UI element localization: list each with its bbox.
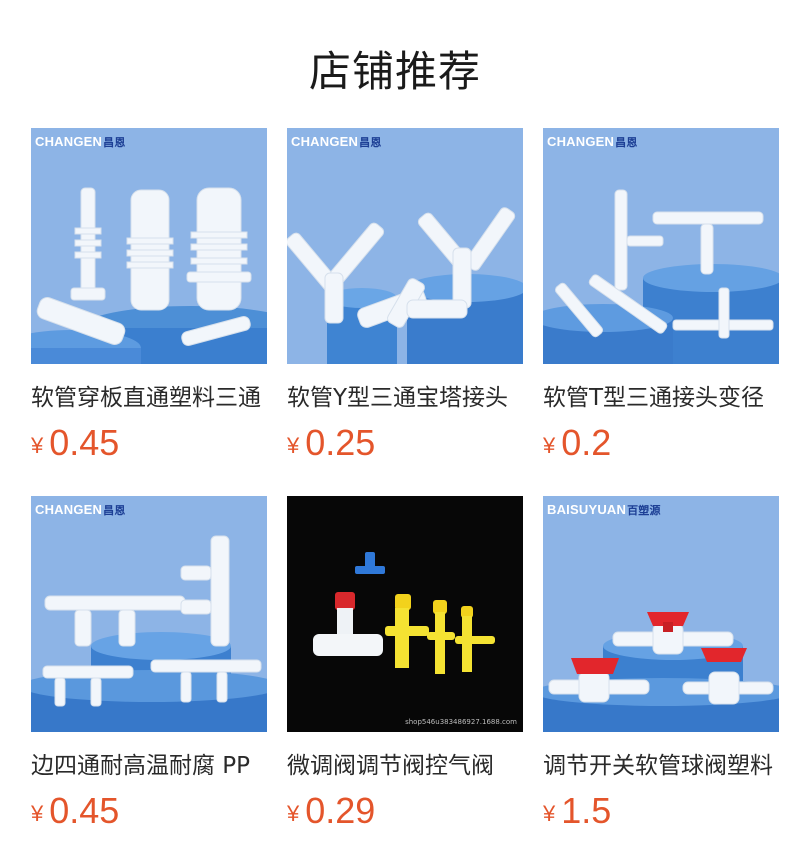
currency-symbol: ¥	[31, 801, 44, 826]
y-connectors-illustration	[287, 128, 523, 364]
product-price: ¥0.29	[287, 790, 523, 832]
product-price: ¥0.45	[31, 422, 267, 464]
price-value: 0.25	[305, 422, 376, 463]
brand-logo: CHANGEN昌恩	[35, 134, 126, 149]
product-image[interactable]: CHANGEN昌恩	[31, 128, 267, 364]
price-value: 0.29	[305, 790, 376, 831]
brand-logo: CHANGEN昌恩	[547, 134, 638, 149]
product-name[interactable]: 软管穿板直通塑料三通	[31, 385, 261, 411]
brand-logo: CHANGEN昌恩	[35, 502, 126, 517]
price-value: 1.5	[561, 790, 612, 831]
product-price: ¥0.2	[543, 422, 779, 464]
currency-symbol: ¥	[31, 433, 44, 458]
product-name[interactable]: 微调阀调节阀控气阀	[287, 753, 494, 779]
brand-logo: CHANGEN昌恩	[291, 134, 382, 149]
price-value: 0.2	[561, 422, 612, 463]
product-name[interactable]: 调节开关软管球阀塑料	[543, 753, 773, 779]
product-image[interactable]: CHANGEN昌恩	[287, 128, 523, 364]
straight-connectors-illustration	[31, 128, 267, 364]
product-card[interactable]: shop546u383486927.1688.com 微调阀调节阀控气阀 ¥0.…	[287, 496, 523, 832]
product-card[interactable]: CHANGEN昌恩 软管T型三通接头变径 ¥0.2	[543, 128, 779, 464]
product-image[interactable]: BAISUYUAN百塑源	[543, 496, 779, 732]
product-card[interactable]: CHANGEN昌恩 边四通耐高温耐腐 PP ¥0.45	[31, 496, 267, 832]
product-price: ¥0.45	[31, 790, 267, 832]
product-name[interactable]: 软管Y型三通宝塔接头	[287, 385, 509, 411]
product-image[interactable]: shop546u383486927.1688.com	[287, 496, 523, 732]
product-card[interactable]: CHANGEN昌恩 软管穿板直通塑料三通 ¥0.45	[31, 128, 267, 464]
currency-symbol: ¥	[287, 801, 300, 826]
product-price: ¥0.25	[287, 422, 523, 464]
product-price: ¥1.5	[543, 790, 779, 832]
product-name[interactable]: 软管T型三通接头变径	[543, 385, 765, 411]
ball-valves-illustration	[543, 496, 779, 732]
product-image[interactable]: CHANGEN昌恩	[543, 128, 779, 364]
price-value: 0.45	[49, 790, 120, 831]
currency-symbol: ¥	[543, 801, 556, 826]
currency-symbol: ¥	[543, 433, 556, 458]
price-value: 0.45	[49, 422, 120, 463]
product-card[interactable]: CHANGEN昌恩 软管Y型三通宝塔接头 ¥0.25	[287, 128, 523, 464]
shop-watermark: shop546u383486927.1688.com	[405, 718, 517, 726]
valves-illustration	[287, 496, 523, 732]
four-way-connectors-illustration	[31, 496, 267, 732]
product-card[interactable]: BAISUYUAN百塑源 调节开关软管球阀塑料 ¥1.5	[543, 496, 779, 832]
currency-symbol: ¥	[287, 433, 300, 458]
section-title: 店铺推荐	[308, 47, 481, 96]
t-connectors-illustration	[543, 128, 779, 364]
product-name[interactable]: 边四通耐高温耐腐 PP	[31, 753, 251, 779]
brand-logo: BAISUYUAN百塑源	[547, 502, 661, 517]
product-image[interactable]: CHANGEN昌恩	[31, 496, 267, 732]
